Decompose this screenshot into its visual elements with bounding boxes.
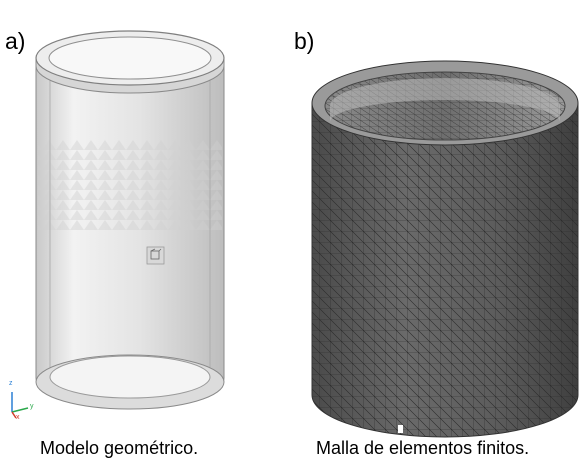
axis-label-z: z bbox=[9, 380, 13, 387]
finite-element-mesh bbox=[311, 60, 579, 438]
model-facet-band bbox=[38, 140, 222, 230]
mesh-bottom-notch bbox=[398, 425, 403, 433]
axis-label-x: x bbox=[16, 414, 20, 421]
panel-label-b: b) bbox=[294, 28, 315, 54]
panel-label-a: a) bbox=[5, 28, 26, 54]
geometric-model bbox=[11, 30, 225, 419]
axes-triad-icon bbox=[11, 392, 29, 419]
model-top-ring-inner bbox=[48, 36, 212, 80]
axis-label-y: y bbox=[30, 403, 34, 410]
caption-geometric-model: Modelo geométrico. bbox=[40, 438, 199, 458]
model-center-marker-icon bbox=[146, 246, 165, 265]
model-bottom-ring-inner bbox=[49, 355, 211, 399]
caption-finite-element-mesh: Malla de elementos finitos. bbox=[316, 438, 530, 458]
model-cylinder-body bbox=[35, 57, 225, 406]
